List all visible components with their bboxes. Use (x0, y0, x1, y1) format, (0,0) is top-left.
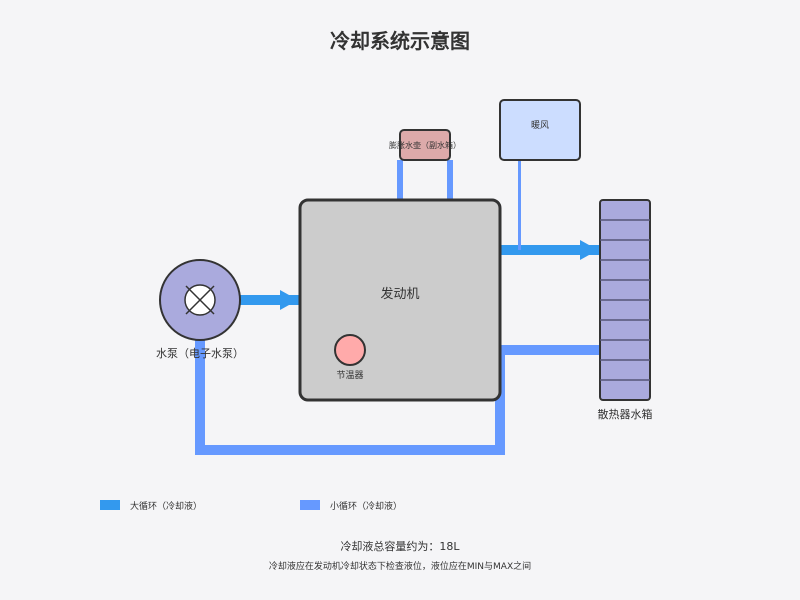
pipe-heater (518, 160, 521, 250)
flow-arrow-pump-to-engine (280, 290, 298, 310)
legend-swatch-main (100, 500, 120, 510)
radiator: 散热器水箱 (598, 199, 653, 421)
legend-label-secondary: 小循环（冷却液） (330, 500, 402, 512)
pipe-return-up (195, 340, 205, 455)
footer-check-note: 冷却液应在发动机冷却状态下检查液位，液位应在MIN与MAX之间 (269, 560, 531, 572)
radiator-fins (600, 219, 650, 381)
diagram-title: 冷却系统示意图 (330, 29, 470, 53)
thermostat-icon (334, 334, 366, 366)
expansion-tank-body (399, 129, 451, 161)
engine-label: 发动机 (380, 286, 419, 302)
pipe-engine-to-radiator (500, 245, 600, 255)
heater: 暖风 (499, 99, 581, 161)
flow-arrow-engine-to-radiator (580, 240, 598, 260)
pipe-return-bottom (195, 445, 505, 455)
pump-impeller-blade-2 (185, 285, 215, 315)
pipe-pump-to-engine (240, 295, 300, 305)
pipe-radiator-return (495, 345, 600, 355)
water-pump-label: 水泵（电子水泵） (156, 347, 244, 360)
legend: 大循环（冷却液） 小循环（冷却液） (100, 500, 402, 512)
legend-label-main: 大循环（冷却液） (130, 500, 202, 512)
expansion-tank-label: 膨胀水壶（副水箱） (389, 140, 461, 150)
engine: 发动机 节温器 (298, 198, 502, 402)
pipe-return-down (495, 345, 505, 455)
expansion-tank: 膨胀水壶（副水箱） (389, 129, 461, 161)
radiator-label: 散热器水箱 (598, 407, 653, 421)
thermostat-label: 节温器 (336, 370, 363, 381)
heater-label: 暖风 (531, 119, 549, 131)
heater-body (499, 99, 581, 161)
water-pump: 水泵（电子水泵） (156, 259, 244, 360)
legend-swatch-secondary (300, 500, 320, 510)
footer-capacity-note: 冷却液总容量约为：18L (340, 539, 460, 553)
